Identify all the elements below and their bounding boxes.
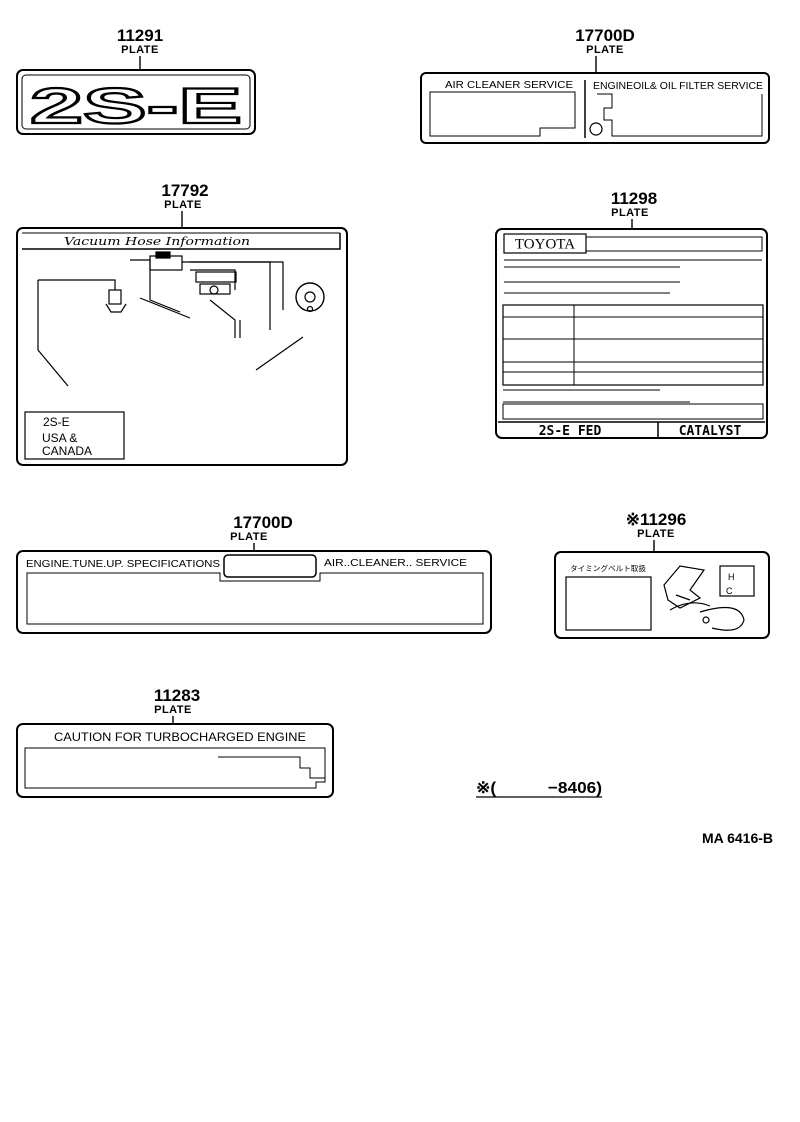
canister-center — [304, 291, 316, 303]
blank-area-step — [218, 756, 325, 779]
hose-line-down — [209, 299, 241, 338]
footnote: ※( −8406) — [476, 780, 602, 797]
vsv-connector — [155, 251, 171, 259]
japanese-caption: タイミングベルト取扱 — [570, 563, 647, 573]
blank-area — [26, 572, 484, 625]
title-rule-bottom — [22, 233, 341, 250]
blank-area-left — [429, 91, 576, 137]
engine-code: 2S-E — [43, 415, 70, 429]
plate-outline — [420, 72, 770, 144]
footer-catalyst: CATALYST — [679, 424, 742, 439]
plate-outline — [554, 551, 770, 639]
belt-line — [669, 594, 711, 611]
plate-17792-vacuum-hose: 17792 PLATE Vacuum Hose Information — [16, 181, 348, 466]
plate-label: PLATE — [154, 704, 192, 716]
canister-port — [306, 305, 314, 313]
hose-line-left — [37, 280, 69, 387]
footer-engine: 2S-E FED — [539, 424, 602, 439]
vacuum-valve-icon — [108, 289, 122, 305]
plate-11283-turbo-caution: 11283 PLATE CAUTION FOR TURBOCHARGED ENG… — [16, 686, 334, 798]
bvsv-icon — [199, 283, 231, 295]
engine-silhouette — [663, 565, 706, 609]
plate-11298-emission-label: 11298 PLATE TOYOTA 2S-E FED CATALYST — [495, 189, 768, 439]
plate-11291: 11291 PLATE 2S-E — [16, 26, 256, 135]
hose-line-far — [190, 261, 284, 310]
vacuum-hose-schematic — [37, 251, 325, 387]
blank-area-right — [597, 93, 763, 137]
brand-name: TOYOTA — [515, 237, 575, 253]
plate-label: PLATE — [164, 199, 202, 211]
region-line-2: CANADA — [42, 444, 92, 458]
plate-outline — [16, 723, 334, 798]
section-right-title: AIR..CLEANER.. SERVICE — [324, 557, 467, 569]
info-box — [502, 403, 764, 420]
part-number: ※11296 — [626, 510, 687, 529]
part-number: 17700D — [575, 26, 635, 45]
timing-belt-diagram: H C — [663, 565, 755, 631]
plate-label: PLATE — [230, 531, 268, 543]
plate-outline — [16, 227, 348, 466]
plate-17700d-air-cleaner-oil: 17700D PLATE AIR CLEANER SERVICE ENGINEO… — [420, 26, 770, 144]
figure-code: MA 6416-B — [702, 830, 773, 846]
cover-mark-c: C — [726, 586, 733, 596]
section-left-title: ENGINE.TUNE.UP. SPECIFICATIONS — [26, 558, 220, 570]
plate-inner-outline — [21, 74, 251, 130]
hose-line-diag — [139, 297, 191, 319]
symbol-icon — [589, 122, 603, 136]
hose-line-canister — [255, 336, 304, 371]
plate-outline — [16, 69, 256, 135]
cover-outline — [719, 565, 755, 597]
plate-title: CAUTION FOR TURBOCHARGED ENGINE — [54, 730, 306, 744]
engine-spec-box — [24, 411, 125, 460]
part-number: 11291 — [117, 26, 163, 45]
pulley-outline — [699, 606, 745, 631]
info-line-1 — [585, 236, 763, 252]
center-box — [223, 554, 317, 578]
valve-base — [105, 303, 127, 313]
part-number: 11283 — [154, 686, 200, 705]
blank-area — [24, 747, 326, 789]
plate-label: PLATE — [121, 44, 159, 56]
plate-11296-timing-belt: ※11296 PLATE タイミングベルト取扱 H C — [554, 510, 770, 639]
plate-label: PLATE — [611, 207, 649, 219]
hose-line-top-left — [38, 279, 116, 290]
plate-17700d-tune-up: 17700D PLATE ENGINE.TUNE.UP. SPECIFICATI… — [16, 513, 492, 634]
emblem-text: 2S-E — [30, 78, 242, 134]
modulator-icon — [195, 271, 237, 283]
part-number: 11298 — [611, 189, 657, 208]
plate-label: PLATE — [586, 44, 624, 56]
hose-line-mid — [190, 269, 236, 290]
region-line-1: USA & — [42, 431, 77, 445]
section-right-title: ENGINEOIL& OIL FILTER SERVICE — [593, 80, 763, 92]
spec-table — [502, 304, 764, 386]
part-number: 17700D — [233, 513, 293, 532]
blank-box — [565, 576, 652, 631]
plate-outline — [16, 550, 492, 634]
cover-mark-h: H — [728, 572, 735, 582]
plate-outline — [495, 228, 768, 439]
part-number: 17792 — [161, 181, 208, 200]
pulley-center — [702, 616, 710, 624]
plate-title: Vacuum Hose Information — [64, 235, 250, 248]
hose-line-center — [130, 259, 181, 313]
section-left-title: AIR CLEANER SERVICE — [445, 79, 573, 91]
plate-label: PLATE — [637, 528, 675, 540]
bvsv-port — [209, 285, 219, 295]
